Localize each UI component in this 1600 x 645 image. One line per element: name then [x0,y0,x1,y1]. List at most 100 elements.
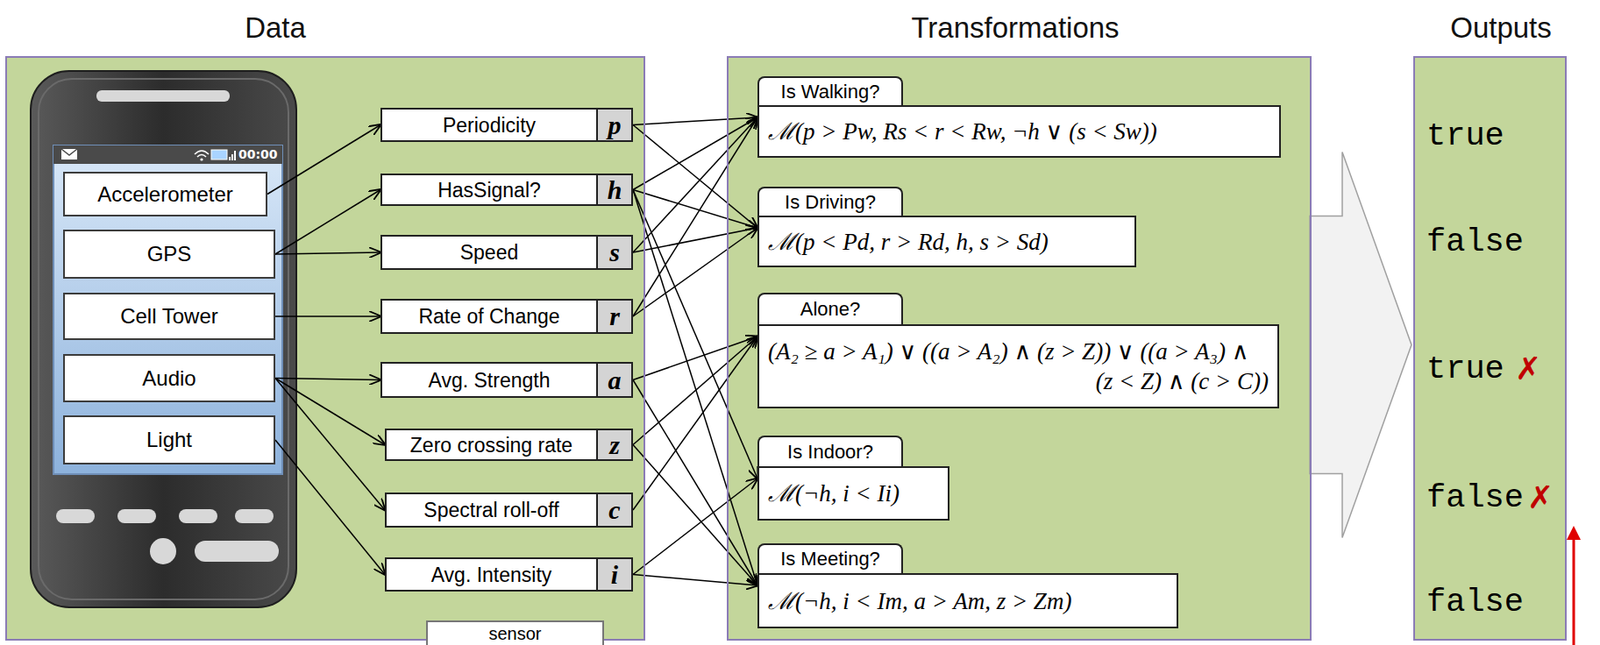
feature-symbol: p [608,111,622,140]
output-value: false [1426,478,1524,518]
sensor-box: Audio [63,354,276,403]
arrow-connector [632,445,758,587]
feature-symbol: r [609,302,620,331]
feature-name-cell: Avg. Strength [382,363,597,397]
feature-name-cell: Periodicity [382,109,597,141]
arrow-connector [275,190,381,256]
feature-symbol-cell: i [596,559,632,591]
tag-box: sensor [426,620,605,645]
phone-buttons [56,509,279,565]
arrow-connector [632,380,758,587]
feature-symbol-cell: r [596,300,632,333]
feature-name: Avg. Intensity [431,563,553,587]
rule-formula-box: ℳ(¬h, i < Im, a > Am, z > Zm) [757,573,1179,629]
arrow-connector [632,190,758,480]
panel-fill [726,56,1312,641]
sensor-box: Accelerometer [63,171,268,217]
sensor-label: Audio [142,366,196,392]
feature-symbol-cell: p [596,109,632,141]
arrow-connector [275,378,381,381]
feature-symbol-cell: z [596,430,632,460]
feature-symbol: i [611,561,619,590]
panel-fills [5,56,1567,641]
phone-screen [53,145,283,475]
mail-icon [61,149,78,160]
rule-title: Is Indoor? [787,440,874,464]
rule-title: Is Walking? [781,80,881,104]
arrow-connector [632,117,758,191]
feature-name: Speed [460,241,520,264]
rule-tab: Alone? [757,292,904,325]
arrow-connector [275,252,381,255]
sensor-box: Cell Tower [63,292,276,341]
output-value: false [1426,222,1524,262]
feature-name: Rate of Change [418,305,560,328]
rule-formula-box: (A₂ ≥ a > A₁) ∨ ((a > A₂) ∧ (z > Z)) ∨ (… [757,324,1280,409]
feature-name-cell: Avg. Intensity [386,559,597,591]
phone-illustration [30,71,297,608]
feature-name: Spectral roll-off [423,498,559,522]
sensor-label: Light [146,427,192,453]
sensor-label: Accelerometer [97,182,234,207]
rule-title: Alone? [800,298,861,321]
signal-bars [228,150,236,161]
arrow-connector [275,378,385,512]
rule-formula-box: ℳ(¬h, i < Ii) [757,466,950,521]
rule-formula: ℳ(¬h, i < Im, a > Am, z > Zm) [768,586,1072,617]
arrow-connector [632,336,758,446]
feature-box: Zero crossing rate z [384,428,633,462]
rule-title: Is Meeting? [780,547,881,571]
rule-formula-box: ℳ(p > Pw, Rs < r < Rw, ¬h ∨ (s < Sw)) [757,105,1281,158]
feature-name: Periodicity [442,113,536,137]
rule-formula: ℳ(p < Pd, r > Rd, h, s > Sd) [768,227,1049,257]
feature-box: Avg. Intensity i [384,557,633,592]
feature-symbol: c [608,496,620,525]
outputs-panel: Outputstruefalsetruefalsefalse [1413,56,1567,641]
rule-box: Is Walking? ℳ(p > Pw, Rs < r < Rw, ¬h ∨ (… [757,76,1281,158]
rule-box: Alone? (A₂ ≥ a > A₁) ∨ ((a > A₂) ∧ (z > Z… [757,292,1280,409]
rule-box: Is Meeting? ℳ(¬h, i < Im, a > Am, z > Zm) [757,543,1179,629]
error-mark: ✗ [1514,350,1542,388]
phone-bevel [38,78,289,600]
rule-tab: Is Driving? [757,186,904,216]
arrow-connector [632,336,758,511]
panel-fill [1413,56,1567,641]
tag-label: sensor [488,622,541,645]
sensor-box: Light [63,415,276,465]
red-pointer-line [1572,536,1576,645]
rule-box: Is Indoor?ℳ(¬h, i < Ii) [757,435,950,521]
feature-name-cell: Rate of Change [382,300,597,333]
feature-name: Avg. Strength [428,369,551,392]
rule-tab: Is Walking? [757,76,904,106]
wifi-icon [194,150,209,157]
feature-symbol: a [608,366,622,395]
arrow-connector [632,575,758,587]
feature-symbol: h [607,176,623,205]
battery-icon [211,149,228,160]
feature-name-cell: HasSignal? [382,175,597,205]
feature-symbol-cell: h [596,175,632,205]
feature-symbol: z [609,431,620,460]
rule-formula: ℳ(p > Pw, Rs < r < Rw, ¬h ∨ (s < Sw)) [768,116,1158,147]
feature-box: Spectral roll-off c [384,492,633,528]
error-mark: ✗ [1527,479,1554,517]
phone-body [30,71,297,608]
feature-symbol-cell: s [596,236,632,269]
feature-name-cell: Spectral roll-off [386,494,597,527]
arrow-connector [632,336,758,381]
sensor-label: GPS [147,241,192,267]
rule-box: Is Driving? ℳ(p < Pd, r > Rd, h, s > Sd) [757,186,1137,268]
feature-symbol: s [609,238,620,267]
rule-title: Is Driving? [784,191,876,214]
phone-speaker [96,90,230,102]
arrow-connector [267,125,381,195]
feature-name: Zero crossing rate [410,433,573,457]
output-value: true [1426,349,1505,389]
feature-box: Avg. Strength a [380,362,633,399]
feature-name-cell: Zero crossing rate [386,430,597,460]
arrow-connector [275,440,385,576]
mail-flap [61,149,78,156]
rule-formula: (A₂ ≥ a > A₁) ∨ ((a > A₂) ∧ (z > Z)) ∨ (… [768,336,1269,397]
